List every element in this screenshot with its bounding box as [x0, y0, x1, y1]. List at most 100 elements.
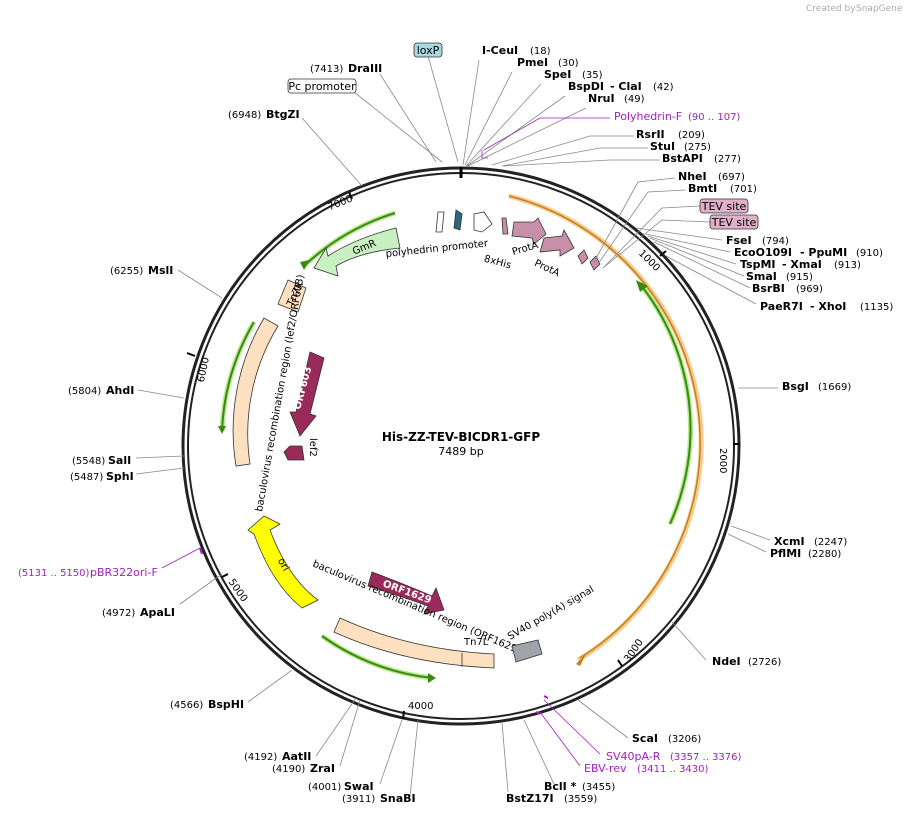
tev-box-2	[709, 214, 759, 230]
primer-polyhedrin-f: Polyhedrin-F	[614, 110, 682, 123]
tick-1000: 1000	[636, 248, 662, 274]
lef2-arrow	[283, 445, 305, 461]
primer-mark-sv40pa	[543, 695, 549, 699]
site-sali-pos: (5548)	[72, 456, 105, 467]
site-bstapi-pos: (277)	[714, 154, 741, 165]
site-nrui-pos: (49)	[624, 94, 645, 105]
site-draiii-pos: (7413)	[310, 64, 343, 75]
primer-sv40pa-r-pos: (3357 .. 3376)	[670, 752, 742, 763]
site-sali: SalI	[108, 454, 131, 467]
green-arrowhead-bottom	[428, 673, 436, 683]
site-fsei-pos: (794)	[762, 236, 789, 247]
site-ecoo109i: EcoO109I	[734, 246, 792, 259]
site-xcmi-pos: (2247)	[814, 537, 847, 548]
site-bmti-pos: (701)	[730, 184, 757, 195]
site-spei-pos: (35)	[582, 70, 603, 81]
sv40-box	[511, 639, 543, 663]
gmr-arrow	[313, 227, 401, 277]
green-arc-left	[221, 321, 255, 431]
site-nhei: NheI	[678, 170, 707, 183]
site-clai: - ClaI	[610, 80, 642, 93]
site-smai-pos: (915)	[786, 272, 813, 283]
site-iceui: I-CeuI	[482, 44, 518, 57]
site-bsphi-pos: (4566)	[170, 700, 203, 711]
tev-label-2: TEV site	[711, 216, 757, 229]
site-ppumi-pos: (910)	[856, 248, 883, 259]
green-arc-right	[639, 283, 692, 525]
tick-6000: 6000	[196, 356, 212, 383]
pc-promoter-glyph	[435, 211, 445, 233]
prota-label-2: ProtA	[532, 258, 561, 279]
site-apali-pos: (4972)	[102, 608, 135, 619]
site-pflmi: PflMI	[770, 547, 801, 560]
site-iceui-pos: (18)	[530, 46, 551, 57]
sv40-label: SV40 poly(A) signal	[506, 584, 596, 642]
site-xcmi: XcmI	[774, 535, 805, 548]
prota-arrow-1	[511, 217, 547, 245]
site-bsgi-pos: (1669)	[818, 382, 851, 393]
site-bmti: BmtI	[688, 182, 717, 195]
polyhedrin-promoter-arrow	[473, 211, 493, 233]
site-msli-pos: (6255)	[110, 266, 143, 277]
recomb-region-left	[232, 317, 279, 467]
site-snabi: SnaBI	[380, 792, 416, 805]
orf603-arrow	[289, 351, 325, 437]
site-msli: MslI	[148, 264, 173, 277]
loxp-glyph	[453, 209, 463, 231]
site-sphi: SphI	[106, 470, 134, 483]
site-rsrii: RsrII	[636, 128, 665, 141]
site-bcli: BclI *	[544, 780, 577, 793]
primer-pbr322ori-f: pBR322ori-F	[90, 566, 158, 579]
tick-mark-4000	[402, 710, 405, 720]
loxp-label: loxP	[417, 44, 440, 57]
green-arc-bottom	[321, 635, 433, 679]
polyhedrin-promoter-label: polyhedrin promoter	[385, 238, 489, 260]
tick-2000: 2000	[717, 448, 728, 473]
site-bsphi: BspHI	[208, 698, 244, 711]
gfp-arc	[508, 195, 701, 659]
site-xhoi-pos: (1135)	[860, 302, 893, 313]
site-bsrbi: BsrBI	[752, 282, 785, 295]
ori-arrow	[247, 515, 319, 609]
site-nhei-pos: (697)	[718, 172, 745, 183]
site-btgzi-pos: (6948)	[228, 110, 261, 121]
tick-7000: 7000	[327, 193, 355, 213]
tick-mark-5000	[221, 573, 229, 578]
site-sphi-pos: (5487)	[70, 472, 103, 483]
green-arc-ul	[304, 212, 396, 266]
tick-mark-7000	[348, 191, 353, 200]
site-labels: I-CeuI (18) PmeI (30) SpeI (35) BspDI - …	[18, 44, 893, 805]
site-pmei-pos: (30)	[558, 58, 579, 69]
plasmid-name: His-ZZ-TEV-BICDR1-GFP	[382, 430, 540, 444]
site-smai: SmaI	[746, 270, 777, 283]
recomb-bottom-label: baculovirus recombination region (ORF162…	[311, 559, 522, 657]
site-stui-pos: (275)	[684, 142, 711, 153]
site-xhoi: - XhoI	[810, 300, 846, 313]
green-arrowhead-right	[636, 280, 648, 292]
site-scai-pos: (3206)	[668, 734, 701, 745]
his-tag-glyph	[501, 217, 509, 235]
site-ahdi: AhdI	[106, 384, 134, 397]
tick-mark-3000	[617, 659, 623, 667]
site-tspmi: TspMI	[740, 258, 776, 271]
site-ndei: NdeI	[712, 655, 741, 668]
site-fsei: FseI	[726, 234, 752, 247]
site-nrui: NruI	[588, 92, 615, 105]
site-bsrbi-pos: (969)	[796, 284, 823, 295]
site-rsrii-pos: (209)	[678, 130, 705, 141]
primer-ebv-rev: EBV-rev	[584, 762, 627, 775]
tev-box-1	[699, 198, 749, 214]
his-label: 8xHis	[483, 254, 513, 272]
site-zrai-pos: (4190)	[272, 764, 305, 775]
tev-glyph-2	[589, 255, 601, 271]
pc-promoter-label: Pc promoter	[288, 80, 356, 93]
site-swai: SwaI	[344, 780, 374, 793]
credit-text: Created by	[806, 4, 856, 14]
site-stui: StuI	[650, 140, 675, 153]
site-ndei-pos: (2726)	[748, 657, 781, 668]
site-swai-pos: (4001)	[308, 782, 341, 793]
site-ahdi-pos: (5804)	[68, 386, 101, 397]
tick-4000: 4000	[408, 701, 433, 712]
primer-ebv-rev-pos: (3411 .. 3430)	[637, 764, 709, 775]
